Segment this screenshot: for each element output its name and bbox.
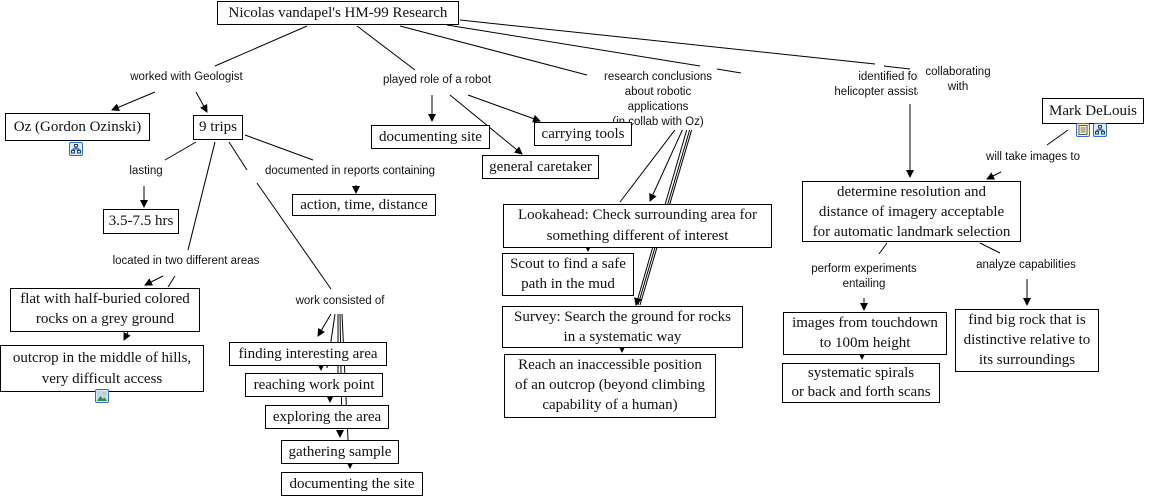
concept-flat-ground[interactable]: flat with half-buried colored rocks on a… bbox=[10, 288, 200, 332]
link-label-worked-with-geologist: worked with Geologist bbox=[124, 70, 249, 85]
edge bbox=[459, 19, 876, 65]
concept-reaching-work-point[interactable]: reaching work point bbox=[245, 373, 383, 397]
concept-root[interactable]: Nicolas vandapel's HM-99 Research bbox=[217, 1, 459, 25]
link-label-will-take-images: will take images to bbox=[978, 150, 1088, 165]
concept-exploring-area[interactable]: exploring the area bbox=[265, 405, 389, 429]
link-label-perform-experiments: perform experiments entailing bbox=[804, 262, 924, 292]
concept-big-rock[interactable]: find big rock that is distinctive relati… bbox=[955, 309, 1099, 372]
link-label-research-conclusions: research conclusions about robotic appli… bbox=[598, 70, 718, 130]
concept-outcrop[interactable]: outcrop in the middle of hills, very dif… bbox=[0, 345, 204, 392]
concept-lookahead[interactable]: Lookahead: Check surrounding area for so… bbox=[503, 204, 772, 248]
concept-documenting-the-site[interactable]: documenting the site bbox=[281, 472, 423, 496]
link-label-lasting: lasting bbox=[126, 164, 166, 179]
link-label-documented-in-reports: documented in reports containing bbox=[260, 164, 440, 179]
link-label-work-consisted-of: work consisted of bbox=[290, 294, 390, 309]
concept-hours[interactable]: 3.5-7.5 hrs bbox=[103, 209, 179, 234]
concept-finding-area[interactable]: finding interesting area bbox=[229, 342, 387, 366]
concept-mark-delouis[interactable]: Mark DeLouis bbox=[1042, 98, 1144, 124]
edge bbox=[716, 68, 742, 74]
concept-scout[interactable]: Scout to find a safe path in the mud bbox=[502, 253, 634, 296]
link-label-played-role: played role of a robot bbox=[372, 73, 502, 88]
document-icon[interactable] bbox=[1076, 123, 1090, 137]
image-icon[interactable] bbox=[95, 389, 109, 403]
concept-general-caretaker[interactable]: general caretaker bbox=[482, 155, 599, 179]
concept-9-trips[interactable]: 9 trips bbox=[193, 115, 243, 140]
edge bbox=[883, 65, 911, 70]
edge bbox=[446, 24, 701, 67]
concept-reach-outcrop[interactable]: Reach an inaccessible position of an out… bbox=[504, 354, 716, 418]
edge bbox=[356, 25, 416, 71]
concept-documenting-site[interactable]: documenting site bbox=[371, 125, 490, 149]
link-label-collaborating-with: collaborating with bbox=[918, 65, 998, 95]
concept-survey[interactable]: Survey: Search the ground for rocks in a… bbox=[502, 306, 743, 348]
concept-map-icon[interactable] bbox=[69, 142, 83, 156]
concept-map-icon[interactable] bbox=[1093, 123, 1107, 137]
link-label-located-in-two-areas: located in two different areas bbox=[106, 254, 266, 269]
concept-carrying-tools[interactable]: carrying tools bbox=[534, 122, 632, 146]
edge bbox=[399, 25, 588, 76]
concept-systematic-spirals[interactable]: systematic spirals or back and forth sca… bbox=[782, 363, 940, 403]
concept-action-time-distance[interactable]: action, time, distance bbox=[292, 194, 436, 216]
concept-gathering-sample[interactable]: gathering sample bbox=[281, 440, 399, 464]
concept-determine-resolution[interactable]: determine resolution and distance of ima… bbox=[802, 181, 1021, 242]
link-label-analyze-capabilities: analyze capabilities bbox=[966, 258, 1086, 273]
concept-oz[interactable]: Oz (Gordon Ozinski) bbox=[5, 113, 150, 141]
concept-images-touchdown[interactable]: images from touchdown to 100m height bbox=[783, 312, 947, 355]
edge bbox=[214, 25, 308, 67]
